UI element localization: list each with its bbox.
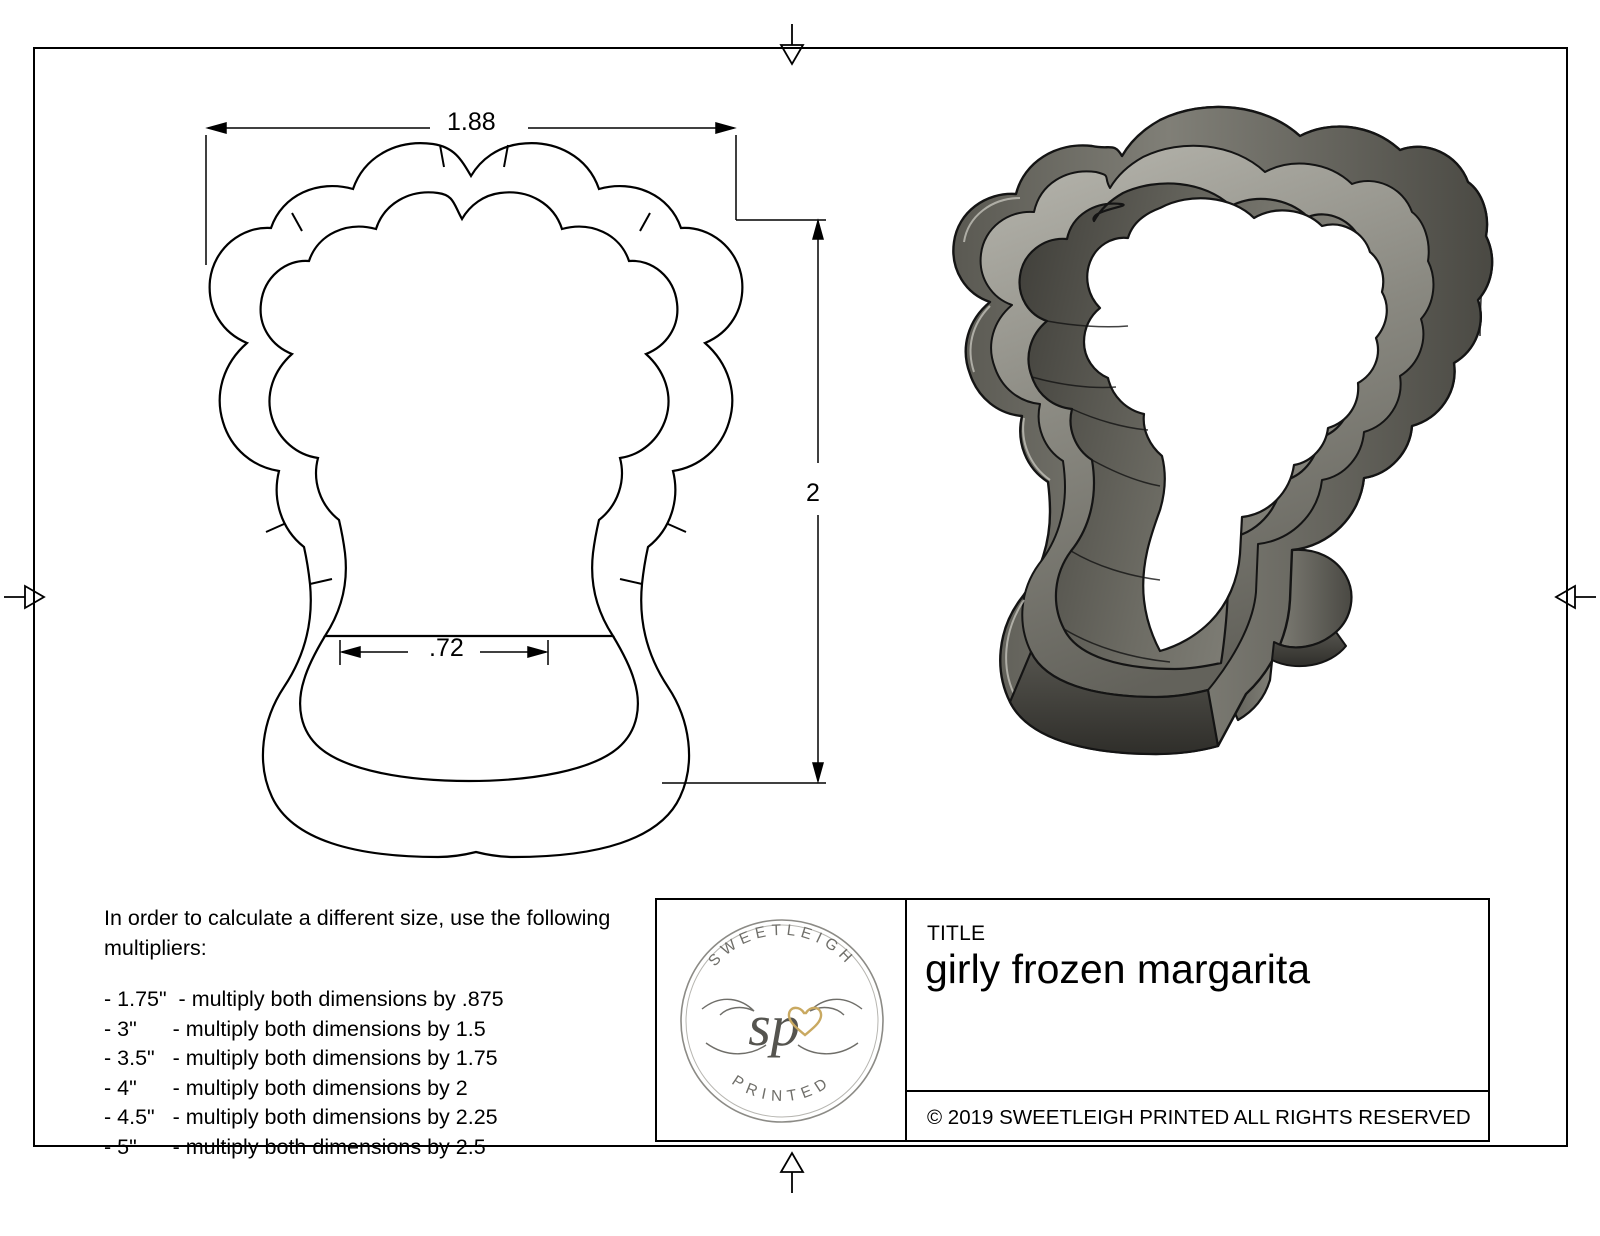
notes-list: - 1.75" - multiply both dimensions by .8…	[104, 985, 634, 1162]
copyright-notice: © 2019 SWEETLEIGH PRINTED ALL RIGHTS RES…	[927, 1106, 1471, 1129]
dimension-base-label: .72	[429, 634, 464, 662]
title-block-logo-cell: SWEETLEIGH PRINTED sp	[657, 900, 907, 1140]
extension-lines	[205, 135, 826, 784]
dimension-height	[812, 218, 824, 784]
render-highlight-edges	[963, 197, 1051, 699]
title-block: SWEETLEIGH PRINTED sp	[655, 898, 1490, 1142]
title-block-main-cell: TITLE girly frozen margarita	[907, 900, 1488, 1092]
logo-bottom-text: PRINTED	[729, 1072, 836, 1105]
dimension-width	[205, 122, 737, 134]
logo-outer-ring	[680, 919, 884, 1123]
cutter-inner-base	[299, 635, 639, 783]
render-cavity-shading	[1031, 320, 1171, 663]
dimension-width-label: 1.88	[447, 108, 496, 136]
dimension-height-label: 2	[806, 479, 820, 507]
drawing-title: girly frozen margarita	[925, 946, 1311, 992]
title-block-footer-cell: © 2019 SWEETLEIGH PRINTED ALL RIGHTS RES…	[907, 1092, 1488, 1140]
cutter-outer-profile	[208, 142, 744, 859]
sweetleigh-printed-logo: SWEETLEIGH PRINTED sp	[666, 905, 898, 1137]
render-base-edge	[1008, 650, 1220, 756]
outline-view	[150, 95, 870, 859]
notes-item: - 4.5" - multiply both dimensions by 2.2…	[104, 1105, 498, 1129]
notes-item: - 4" - multiply both dimensions by 2	[104, 1075, 468, 1100]
notes-item: - 3.5" - multiply both dimensions by 1.7…	[104, 1046, 498, 1070]
logo-monogram: sp	[748, 993, 800, 1058]
notes-intro: In order to calculate a different size, …	[104, 906, 611, 960]
cutter-inner-profile	[259, 191, 679, 640]
cutter-3d-render	[860, 80, 1520, 780]
logo-inner-ring	[685, 924, 879, 1118]
notes-item: - 3" - multiply both dimensions by 1.5	[104, 1016, 486, 1041]
render-right-tab	[1271, 631, 1347, 668]
notes-item: - 5" - multiply both dimensions by 2.5	[104, 1134, 486, 1159]
notes-item: - 1.75" - multiply both dimensions by .8…	[104, 987, 504, 1011]
render-interior-hole	[1082, 197, 1388, 653]
title-label: TITLE	[927, 922, 986, 945]
multiplier-notes: In order to calculate a different size, …	[104, 903, 634, 1162]
logo-flourish	[701, 998, 863, 1055]
logo-heart-icon	[787, 1006, 823, 1037]
dimension-base	[339, 640, 549, 665]
logo-top-text: SWEETLEIGH	[705, 922, 858, 970]
profile-notch-ticks	[265, 144, 687, 585]
